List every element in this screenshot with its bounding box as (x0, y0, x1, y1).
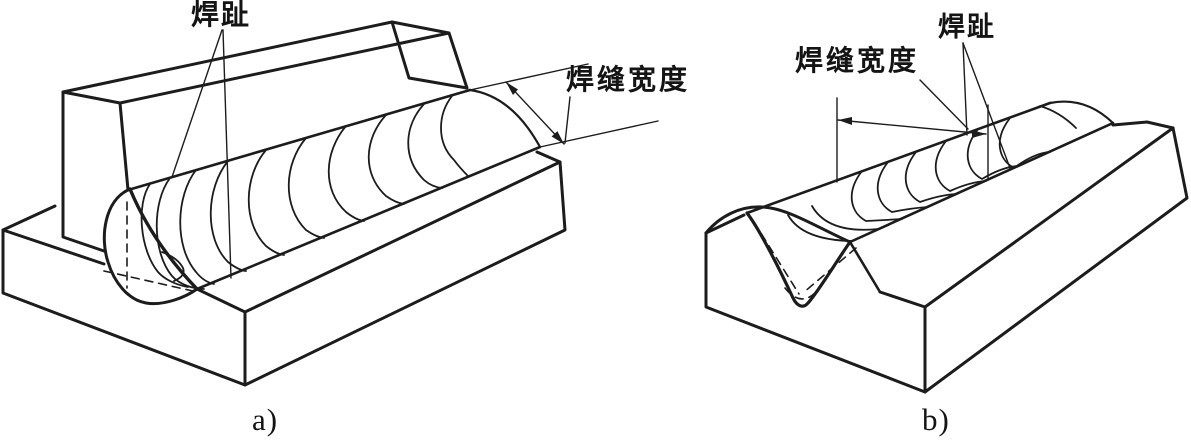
panel-b-weld-cross-section (704, 205, 882, 308)
panel-a-weld-toe-label: 焊趾 (191, 0, 252, 31)
panel-a-drawing (1, 20, 659, 387)
panel-b-reinforcement-hump (704, 205, 852, 244)
panel-b-left-toe-line (745, 101, 1052, 215)
panel-a-weld-bead (102, 88, 542, 306)
panel-b-penetration-outline (745, 211, 852, 308)
panel-b-hidden-groove-lines (753, 221, 857, 300)
panel-a-dimension-arrow-shaft (505, 81, 565, 145)
panel-a-caption: a) (252, 402, 279, 437)
panel-a-hidden-lines (103, 201, 194, 292)
panel-b-weld-width-label: 焊缝宽度 (795, 46, 920, 77)
panel-b-arrowhead-right (972, 130, 986, 138)
panel-b-weld-end-curve (1048, 100, 1115, 125)
panel-a-weld-width-label: 焊缝宽度 (566, 65, 691, 96)
panel-b-dimension (836, 79, 989, 183)
panel-b-plate (704, 120, 1189, 394)
panel-b-caption: b) (922, 402, 950, 437)
panel-a-base-plate (1, 150, 567, 387)
panel-b-right-toe-line (848, 121, 1115, 244)
panel-a-vertical-plate (61, 20, 469, 253)
panel-a-extension-line-upper (469, 63, 589, 91)
panel-a-arrowhead-lower (551, 131, 564, 144)
panel-b-width-leader-line (919, 79, 969, 130)
panel-b-dimension-arrow-shaft (837, 119, 987, 135)
panel-b-weld-ripples (787, 105, 1077, 242)
panel-b-weld-toe-label: 焊趾 (938, 12, 996, 42)
panel-a-weld-ripples (140, 95, 469, 290)
panel-b-hump-right-drop (848, 240, 882, 294)
panel-a-weld-face-edge (128, 187, 199, 291)
panel-a-lower-toe-line (195, 145, 542, 291)
panel-a-extension-line-lower (539, 120, 659, 148)
panel-b-arrowhead-left (838, 117, 852, 125)
panel-b-weld-bead (745, 100, 1115, 244)
panel-b-drawing (704, 42, 1189, 394)
panel-a-toe-leader-lines (171, 29, 232, 279)
panel-a-weld-end-outline (102, 187, 199, 306)
panel-a-dimension (469, 63, 659, 148)
panel-a-arrowhead-upper (506, 82, 518, 95)
panel-a-weld-end-curve (468, 88, 542, 149)
panel-a-crater-hook (161, 251, 185, 282)
panel-a-upper-toe-line (126, 88, 472, 192)
panel-a-width-leader-line (564, 96, 571, 144)
panel-b-toe-leader-lines (962, 42, 1011, 169)
